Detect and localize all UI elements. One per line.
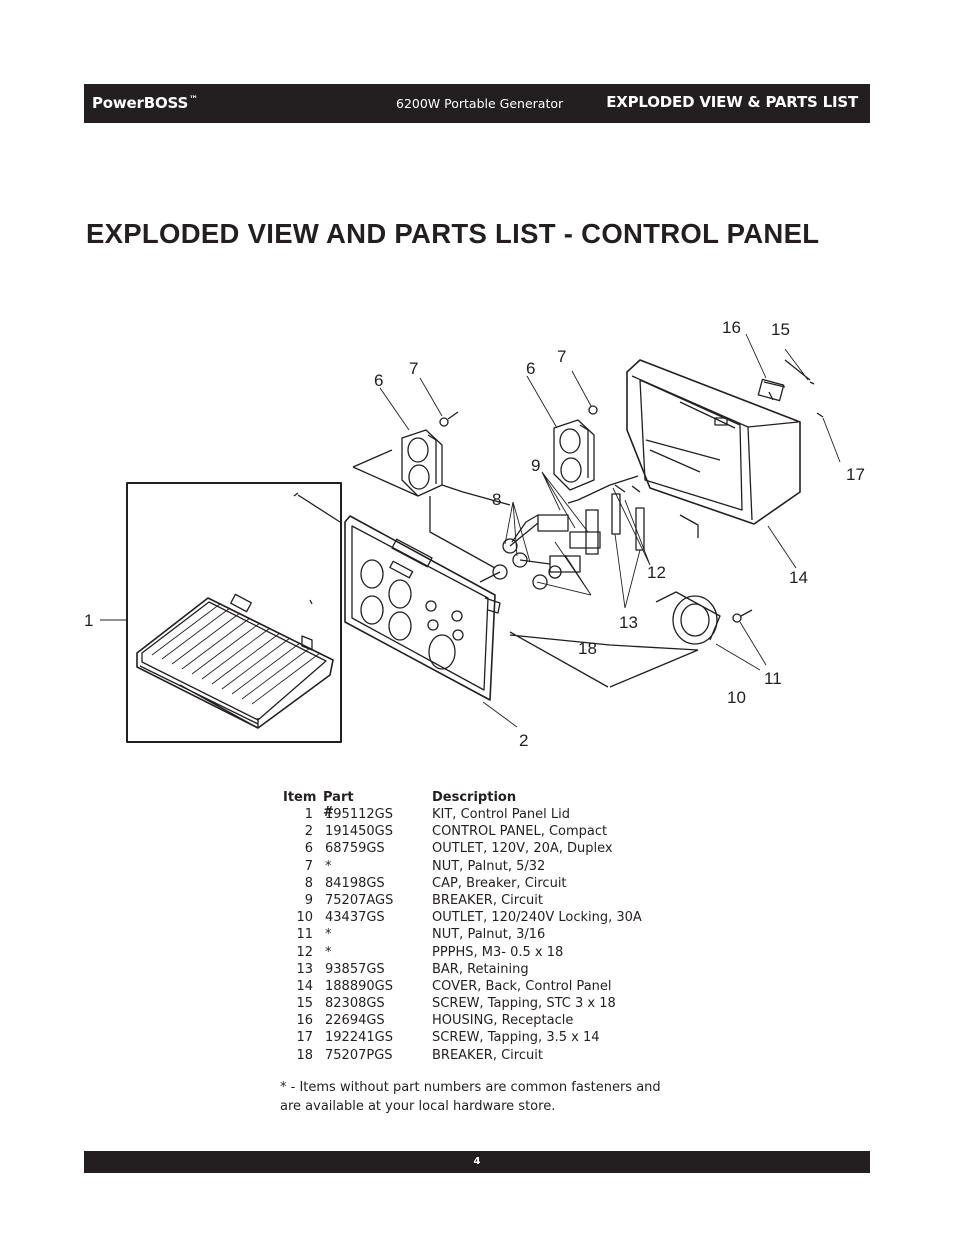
- item-number: 6: [304, 841, 313, 857]
- callout-15: 15: [771, 320, 790, 339]
- part-description: BAR, Retaining: [432, 961, 529, 977]
- callout-17: 17: [846, 465, 865, 484]
- callout-7-left: 7: [409, 359, 418, 378]
- part-description: KIT, Control Panel Lid: [432, 807, 570, 822]
- control-panel-face: [344, 515, 501, 701]
- part-description: NUT, Palnut, 5/32: [432, 858, 546, 874]
- part-description: OUTLET, 120/240V Locking, 30A: [432, 910, 642, 926]
- wire-guide-lines: [352, 449, 699, 688]
- footer-bar: 4: [84, 1151, 870, 1173]
- item-number: 11: [296, 927, 313, 943]
- header-part: Part #: [323, 790, 354, 820]
- header-item: Item: [283, 790, 317, 805]
- part-description: PPPHS, M3- 0.5 x 18: [432, 944, 564, 960]
- circuit-breakers: [479, 509, 601, 590]
- brand-name: PowerBOSS™: [92, 94, 198, 112]
- screw-17: [816, 412, 824, 418]
- header-description: Description: [432, 790, 517, 805]
- item-number: 8: [304, 875, 313, 891]
- product-name: 6200W Portable Generator: [396, 96, 564, 111]
- part-description: SCREW, Tapping, 3.5 x 14: [432, 1030, 600, 1046]
- item-number: 13: [296, 961, 313, 977]
- part-description: NUT, Palnut, 3/16: [432, 927, 546, 943]
- lid-hinge-screw: [293, 492, 341, 523]
- part-number: *: [325, 927, 332, 943]
- part-description: CAP, Breaker, Circuit: [432, 875, 567, 891]
- callout-10: 10: [727, 688, 746, 707]
- part-number: 195112GS: [325, 807, 393, 822]
- callout-9: 9: [531, 456, 540, 475]
- page-title: EXPLODED VIEW AND PARTS LIST - CONTROL P…: [86, 218, 820, 249]
- duplex-outlet-left: [401, 429, 443, 497]
- duplex-outlet-right: [553, 419, 595, 491]
- part-description: SCREW, Tapping, STC 3 x 18: [432, 996, 616, 1012]
- part-number: 188890GS: [325, 978, 393, 994]
- footnote: * - Items without part numbers are commo…: [280, 1080, 661, 1114]
- item-number: 18: [296, 1047, 313, 1063]
- item-number: 7: [304, 858, 313, 874]
- palnut-right: [588, 405, 598, 415]
- screw-15: [784, 359, 815, 385]
- screw-12: [614, 484, 641, 493]
- part-description: BREAKER, Circuit: [432, 892, 543, 908]
- callout-6-right: 6: [526, 359, 535, 378]
- callout-11: 11: [764, 669, 782, 688]
- part-number: 22694GS: [325, 1013, 385, 1029]
- callout-16: 16: [722, 318, 741, 337]
- exploded-view-diagram: 1 2 6 7 6 7 8 9 10 11 12 13 14 15 16 17 …: [84, 318, 865, 750]
- part-description: COVER, Back, Control Panel: [432, 978, 612, 994]
- part-number: 43437GS: [325, 910, 385, 926]
- part-number: 75207AGS: [325, 892, 394, 908]
- locking-outlet: [655, 591, 721, 645]
- callout-8: 8: [492, 490, 501, 509]
- part-number: 82308GS: [325, 996, 385, 1012]
- part-description: BREAKER, Circuit: [432, 1047, 543, 1063]
- callout-12: 12: [647, 563, 666, 582]
- part-description: HOUSING, Receptacle: [432, 1013, 574, 1029]
- item-number: 2: [304, 824, 313, 840]
- page-number: 4: [473, 1156, 481, 1167]
- item-number: 14: [296, 978, 313, 994]
- trademark-mark: ™: [189, 95, 198, 105]
- part-number: 68759GS: [325, 841, 385, 857]
- control-panel-lid: [136, 593, 334, 729]
- item-number: 15: [296, 996, 313, 1012]
- palnut-left: [439, 417, 449, 427]
- section-title: EXPLODED VIEW & PARTS LIST: [606, 93, 858, 111]
- part-number: *: [325, 858, 332, 874]
- callout-2: 2: [519, 731, 528, 750]
- callout-6-left: 6: [374, 371, 383, 390]
- item-number: 17: [296, 1030, 313, 1046]
- item-number: 9: [304, 892, 313, 908]
- item-number: 10: [296, 910, 313, 926]
- part-description: OUTLET, 120V, 20A, Duplex: [432, 841, 613, 857]
- lid-frame: [126, 482, 342, 743]
- item-number: 1: [304, 807, 313, 822]
- callout-14: 14: [789, 568, 808, 587]
- item-number: 16: [296, 1013, 313, 1029]
- item-number: 12: [296, 944, 313, 960]
- receptacle-housing: [757, 378, 786, 402]
- part-number: 191450GS: [325, 824, 393, 840]
- part-number: 192241GS: [325, 1030, 393, 1046]
- callout-18: 18: [578, 639, 597, 658]
- part-number: 93857GS: [325, 961, 385, 977]
- part-number: *: [325, 944, 332, 960]
- part-number: 75207PGS: [325, 1047, 393, 1063]
- header-bar: PowerBOSS™ 6200W Portable Generator EXPL…: [84, 84, 870, 123]
- callout-13: 13: [619, 613, 638, 632]
- back-cover: [626, 359, 801, 525]
- part-number: 84198GS: [325, 875, 385, 891]
- part-description: CONTROL PANEL, Compact: [432, 824, 608, 840]
- leader-lines: [100, 333, 841, 728]
- palnut-11: [732, 613, 742, 623]
- callout-7-right: 7: [557, 347, 566, 366]
- callout-1: 1: [84, 611, 93, 630]
